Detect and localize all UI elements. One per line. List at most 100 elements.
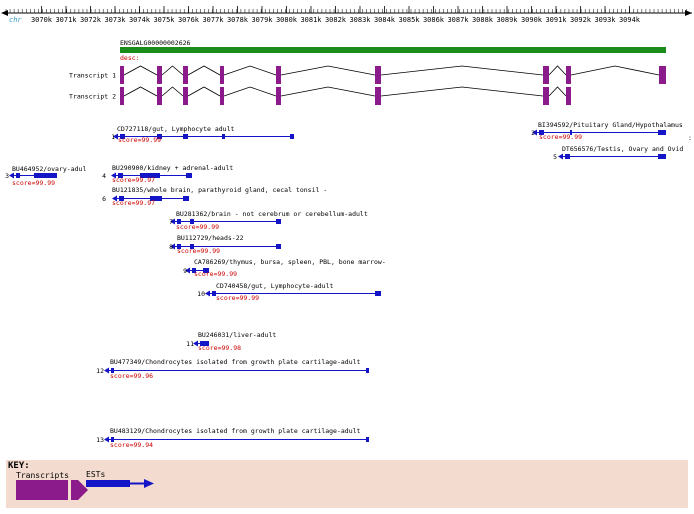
est-exon-block <box>186 173 192 178</box>
ruler-tick-label: 3075k <box>153 16 175 24</box>
est-strand-arrow <box>205 290 210 297</box>
ruler-tick-label: 3090k <box>521 16 543 24</box>
est-number: 11 <box>186 340 194 348</box>
est-score: score=99.99 <box>539 133 582 141</box>
est-strand-arrow <box>104 436 109 443</box>
est-score: score=99.96 <box>110 372 153 380</box>
est-score: score=99.99 <box>216 294 259 302</box>
key-title: KEY: <box>8 461 30 471</box>
exon-block <box>276 87 281 105</box>
est-exon-block <box>200 341 209 346</box>
est-strand-arrow <box>170 243 175 250</box>
exon-block <box>566 66 571 84</box>
est-key-icon <box>86 479 154 488</box>
ruler-tick-label: 3081k <box>300 16 322 24</box>
ruler-tick-label: 3079k <box>251 16 273 24</box>
exon-block <box>220 66 224 84</box>
intron-line <box>187 86 221 97</box>
est-exon-block <box>375 291 381 296</box>
ruler-tick-label: 3073k <box>104 16 126 24</box>
ruler-tick-label: 3094k <box>619 16 641 24</box>
est-number: 3 <box>5 172 9 180</box>
est-exon-block <box>290 134 294 139</box>
intron-line <box>548 86 567 97</box>
est-number: 9 <box>183 267 187 275</box>
intron-line <box>548 65 567 76</box>
est-strand-arrow <box>170 218 175 225</box>
est-strand-arrow <box>193 340 198 347</box>
intron-line <box>223 86 277 97</box>
est-exon-block <box>192 268 196 273</box>
est-exon-block <box>111 368 114 373</box>
est-exon-block <box>658 130 666 135</box>
est-number: 6 <box>102 195 106 203</box>
ruler-tick-label: 3080k <box>276 16 298 24</box>
intron-line <box>280 86 376 97</box>
ruler-tick-label: 3074k <box>129 16 151 24</box>
gene-track: ENSGALG00000002626 desc: <box>120 39 666 62</box>
ruler-chr-label: chr <box>9 16 22 24</box>
transcript-2: Transcript 2 <box>69 86 571 105</box>
est-exon-block <box>177 219 181 224</box>
intron-line <box>123 86 158 97</box>
est-number: 13 <box>96 436 104 444</box>
est-score: score=99.98 <box>198 344 241 352</box>
est-label: BU281362/brain - not cerebrum or cerebel… <box>176 210 368 218</box>
intron-line <box>223 65 277 76</box>
est-13: 13 BU483129/Chondrocytes isolated from gr… <box>96 427 369 449</box>
ruler-tick-label: 3093k <box>594 16 616 24</box>
exon-block <box>659 66 666 84</box>
est-exon-block <box>157 134 162 139</box>
ruler-tick-label: 3086k <box>423 16 445 24</box>
est-exon-block <box>190 219 194 224</box>
ruler-tick-label: 3070k <box>31 16 53 24</box>
est-score: score=99.99 <box>177 247 220 255</box>
est-exon-block <box>539 130 544 135</box>
est-strand-arrow <box>532 129 537 136</box>
ruler-tick-label: 3078k <box>227 16 249 24</box>
est-label: DT656576/Testis, Ovary and Ovid <box>562 145 683 153</box>
gene-desc-label: desc: <box>120 54 140 62</box>
est-strand-arrow <box>113 133 118 140</box>
exon-block <box>543 66 549 84</box>
exon-block <box>276 66 281 84</box>
est-label: BU483129/Chondrocytes isolated from grow… <box>110 427 361 435</box>
est-exon-block <box>140 173 160 178</box>
key-ests-label: ESTs <box>86 470 106 479</box>
est-exon-block <box>203 268 209 273</box>
est-score: score=99.94 <box>110 441 153 449</box>
est-exon-block <box>183 196 189 201</box>
est-score: score=99.97 <box>112 199 155 207</box>
ruler-tick-label: 3092k <box>570 16 592 24</box>
est-exon-block <box>565 154 570 159</box>
gene-id-label: ENSGALG00000002626 <box>120 39 191 47</box>
est-strand-arrow <box>558 153 563 160</box>
ruler-tick-label: 3072k <box>80 16 102 24</box>
est-exon-block <box>183 134 188 139</box>
est-label: BU477349/Chondrocytes isolated from grow… <box>110 358 361 366</box>
exon-block <box>220 87 224 105</box>
ruler-tick-label: 3071k <box>55 16 77 24</box>
intron-line <box>161 86 184 97</box>
ruler-left-arrow <box>1 10 8 16</box>
est-exon-block <box>120 134 125 139</box>
est-exon-block <box>658 154 666 159</box>
est-strand-arrow <box>9 172 14 179</box>
est-strand-arrow <box>111 172 116 179</box>
est-label: BU121835/whole brain, parathyroid gland,… <box>112 186 327 194</box>
est-number: 7 <box>169 218 173 226</box>
ruler-tick-label: 3088k <box>472 16 494 24</box>
est-exon-block <box>276 219 281 224</box>
exon-block <box>566 87 571 105</box>
intron-line <box>280 65 376 76</box>
transcript-label: Transcript 1 <box>69 72 116 80</box>
intron-line <box>380 86 544 97</box>
